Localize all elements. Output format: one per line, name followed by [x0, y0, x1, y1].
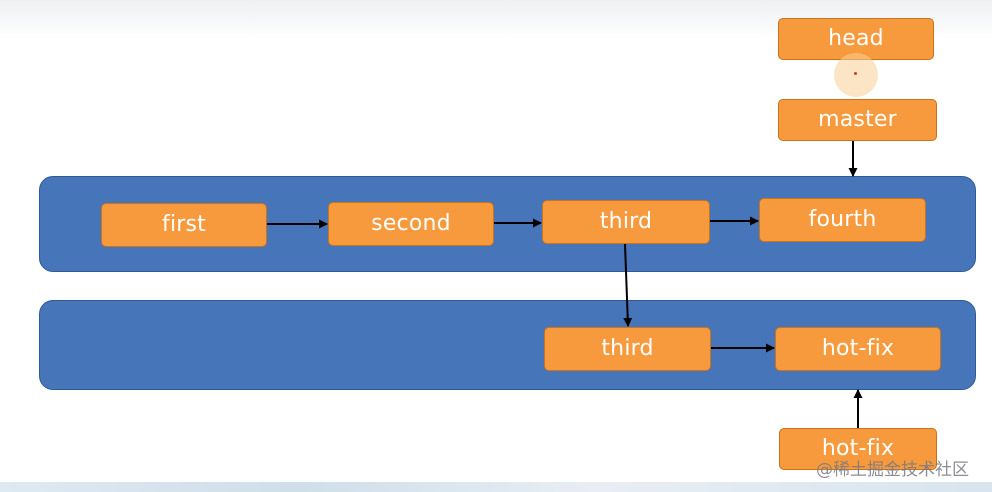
hot-fix-pointer: hot-fix [779, 428, 937, 470]
master-pointer-label: master [818, 107, 897, 132]
commit-third: third [542, 200, 710, 244]
bottom-band [0, 482, 992, 492]
commit-first: first [101, 203, 267, 247]
commit-third-label: third [599, 209, 653, 234]
commit-fourth-label: fourth [808, 207, 877, 232]
head-pointer-label: head [828, 26, 884, 51]
commit-second-label: second [371, 211, 451, 236]
commit-fourth: fourth [759, 198, 926, 242]
hot-fix-pointer-label: hot-fix [821, 436, 895, 461]
commit-hot-fix-label: hot-fix [821, 336, 895, 361]
commit-third-branch: third [544, 327, 711, 371]
cursor-dot [854, 72, 857, 75]
commit-hot-fix: hot-fix [775, 327, 941, 371]
commit-third-branch-label: third [601, 336, 654, 361]
commit-first-label: first [162, 212, 206, 237]
commit-second: second [328, 202, 494, 246]
watermark-text: @稀土掘金技术社区 [816, 460, 969, 480]
cursor-highlight [834, 53, 878, 97]
master-pointer: master [778, 99, 937, 141]
